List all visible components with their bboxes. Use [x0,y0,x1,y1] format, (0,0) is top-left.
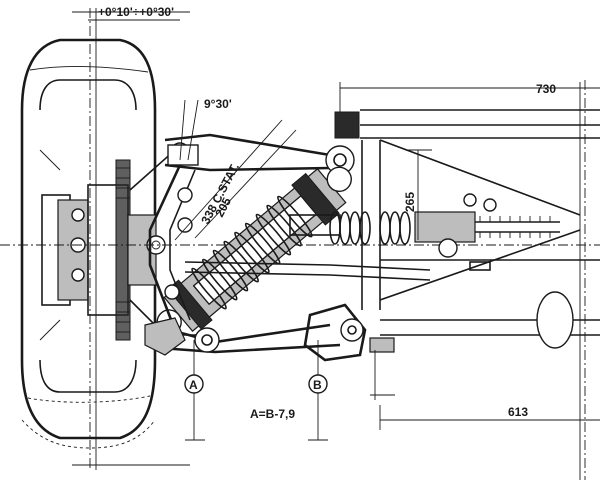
steering-rack [289,193,560,258]
dim-613: 613 [370,350,600,430]
dim-613-label: 613 [508,405,528,419]
point-b-marker: B [308,340,328,441]
lower-wishbone [144,303,395,362]
chassis-frame [334,109,600,349]
point-a-marker: A [184,340,205,441]
angle-note: 9°30' [204,97,232,111]
tyre [20,38,157,449]
dim-265: 265 [403,149,432,240]
wheel-hub [39,149,200,341]
angle-annotation: 9°30' [179,97,232,161]
point-b-label: B [313,378,322,392]
track-rod [184,261,431,281]
camber-annotation: +0°10'÷+0°30' [88,5,180,21]
point-a-label: A [189,378,198,392]
spring-damper [156,166,352,335]
dim-730-label: 730 [536,82,556,96]
upright [148,164,196,331]
camber-note: +0°10'÷+0°30' [98,5,174,19]
dim-265-label: 265 [403,192,417,212]
wheel-centrelines [72,8,190,470]
dim-730: 730 [339,80,600,480]
formula-label: A=B-7,9 [250,407,295,421]
upper-wishbone [164,133,355,175]
